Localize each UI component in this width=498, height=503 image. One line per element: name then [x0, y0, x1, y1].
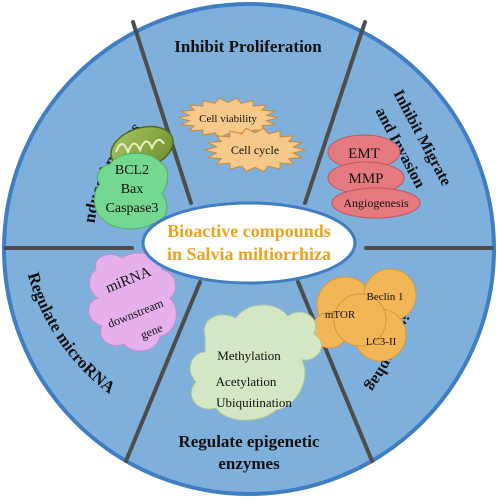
starburst-icon [203, 127, 307, 173]
sector-epigenetic: Methylation Acetylation Ubiquitination R… [178, 304, 322, 473]
center-ellipse [141, 201, 357, 285]
sector-title-epigenetic-line1: Regulate epigenetic [178, 432, 320, 451]
divider-bottom-left [124, 280, 202, 463]
blob-stack-icon [327, 134, 421, 219]
item-angiogenesis: Angiogenesis [343, 196, 409, 210]
center-title-line1: Bioactive compounds [167, 221, 331, 241]
item-ubiquitination: Ubiquitination [216, 395, 292, 410]
item-mmp: MMP [348, 171, 383, 187]
item-bax: Bax [121, 182, 144, 197]
sector-dividers [4, 20, 494, 463]
sector-proliferation: Inhibit Proliferation Cell viability Cel… [174, 37, 322, 173]
sector-title-epigenetic-line2: enzymes [218, 454, 280, 473]
divider-bottom-right [296, 280, 374, 463]
cloud-icon [189, 304, 322, 421]
cluster-icon [311, 268, 417, 362]
item-bcl2: BCL2 [115, 163, 149, 178]
item-acetylation: Acetylation [216, 374, 277, 389]
divider-top-left [131, 20, 193, 205]
item-beclin-1: Beclin 1 [367, 291, 404, 303]
item-methylation: Methylation [217, 348, 281, 363]
cloud-icon [88, 252, 177, 352]
item-caspase3: Caspase3 [106, 201, 159, 216]
center-hub: Bioactive compounds in Salvia miltiorrhi… [141, 201, 357, 285]
center-title-line2: in Salvia miltiorrhiza [167, 244, 331, 264]
item-emt: EMT [348, 146, 380, 162]
apoptosis-blob [94, 152, 169, 230]
item-cell-viability: Cell viability [199, 113, 257, 125]
divider-top-right [303, 20, 367, 205]
item-cell-cycle: Cell cycle [231, 143, 279, 157]
sector-title-proliferation: Inhibit Proliferation [174, 37, 322, 56]
item-lc3-ii: LC3-II [366, 336, 397, 348]
item-mtor: mTOR [325, 309, 356, 321]
